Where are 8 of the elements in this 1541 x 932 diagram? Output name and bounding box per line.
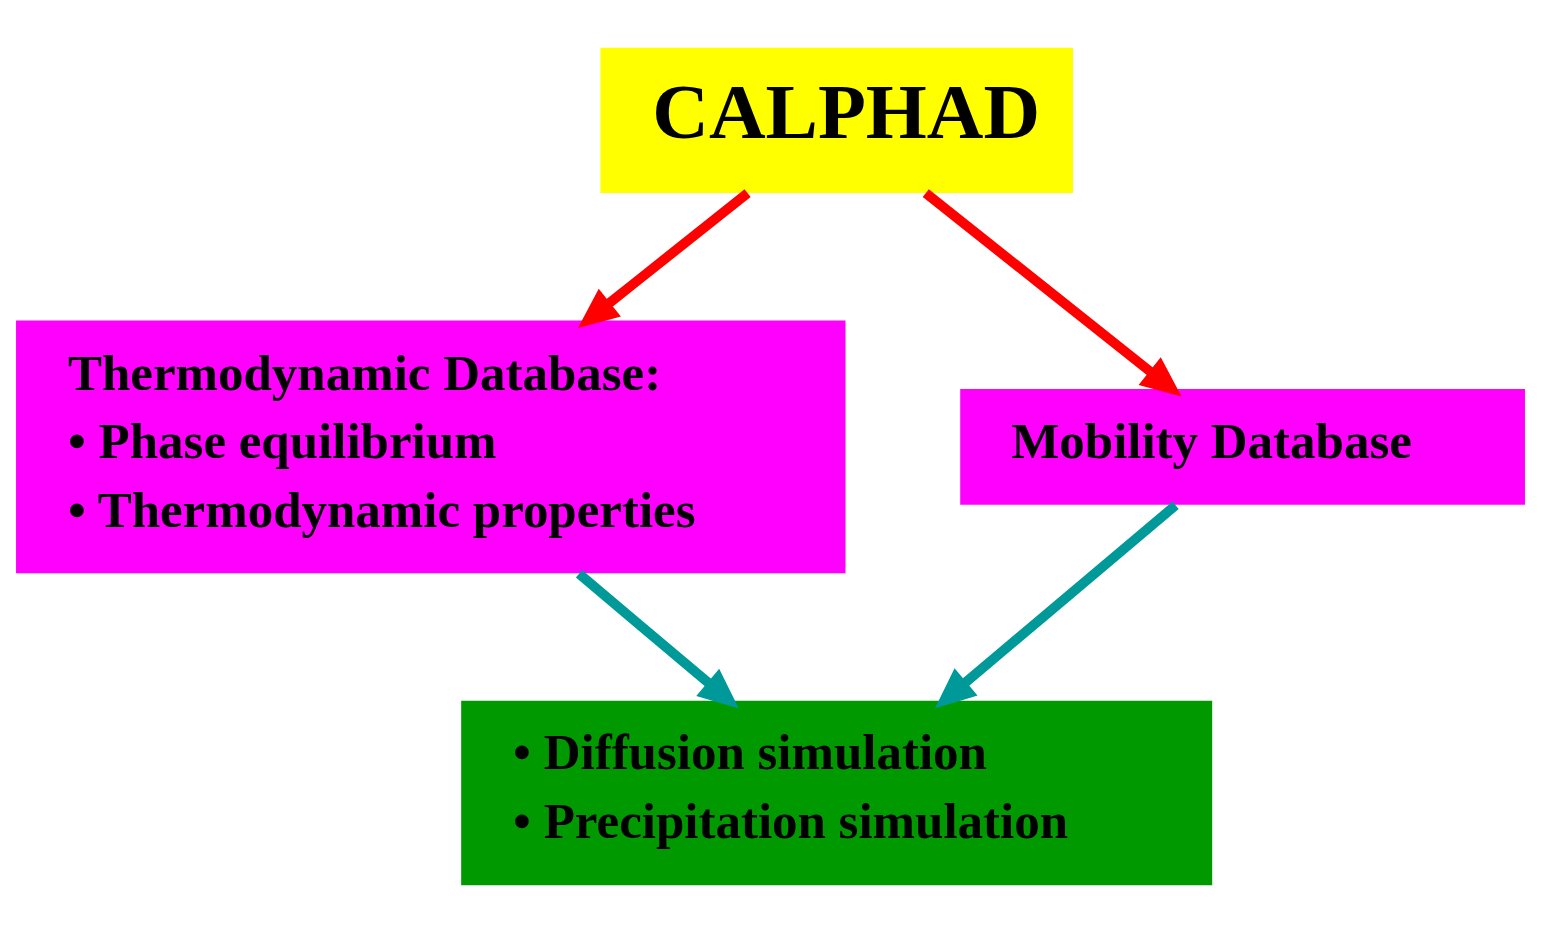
arrow [934, 501, 1179, 708]
node-box: Mobility Database [960, 388, 1525, 505]
node-box: • Diffusion simulation • Precipitation simulation [461, 700, 1213, 885]
node-box: Thermodynamic Database: • Phase equilibrium • Thermodynamic properties [16, 319, 846, 573]
node-box: CALPHAD [600, 47, 1073, 193]
arrow [922, 188, 1182, 396]
arrow [575, 569, 739, 709]
arrow [577, 188, 751, 328]
